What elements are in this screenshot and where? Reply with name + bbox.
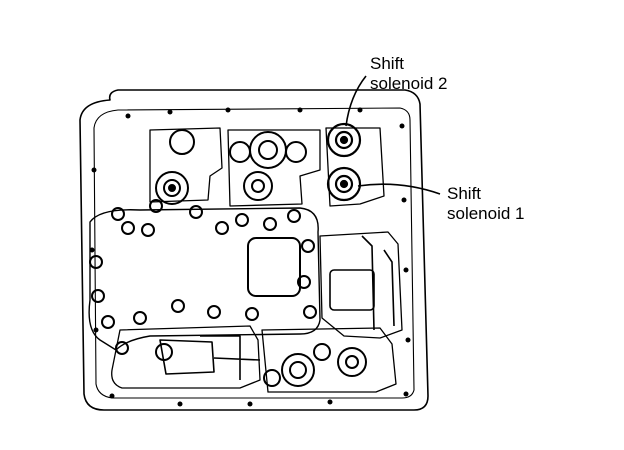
leader-solenoid-2	[345, 75, 367, 127]
upper-block-right	[325, 127, 385, 207]
right-plate	[319, 231, 403, 339]
label-shift-solenoid-1-line2: solenoid 1	[447, 204, 525, 223]
shift-solenoid-1	[326, 166, 362, 202]
cluster-left	[155, 129, 195, 205]
label-shift-solenoid-1: Shift solenoid 1	[447, 184, 525, 224]
cluster-lower	[155, 343, 367, 387]
upper-block-left	[149, 127, 223, 203]
upper-block-center	[227, 129, 321, 207]
leader-solenoid-1	[357, 183, 441, 195]
plate-bolts	[89, 199, 317, 355]
rim-bolts	[89, 107, 411, 407]
label-shift-solenoid-2-line2: solenoid 2	[370, 74, 448, 93]
label-shift-solenoid-1-line1: Shift	[447, 184, 482, 203]
lower-linkage	[159, 335, 261, 380]
solenoid-clusters	[155, 122, 367, 387]
housing-inner-outline	[93, 107, 415, 399]
label-shift-solenoid-2-line1: Shift	[370, 54, 405, 73]
right-valve-box	[329, 269, 375, 311]
lower-plate	[111, 325, 261, 389]
label-shift-solenoid-2: Shift solenoid 2	[370, 54, 448, 94]
right-channel	[361, 235, 395, 331]
lower-right-plate	[261, 327, 397, 393]
housing-outline	[79, 89, 429, 411]
cluster-center	[229, 131, 307, 201]
left-plate	[88, 207, 321, 351]
shift-solenoid-2	[326, 122, 362, 158]
center-window	[247, 237, 301, 297]
